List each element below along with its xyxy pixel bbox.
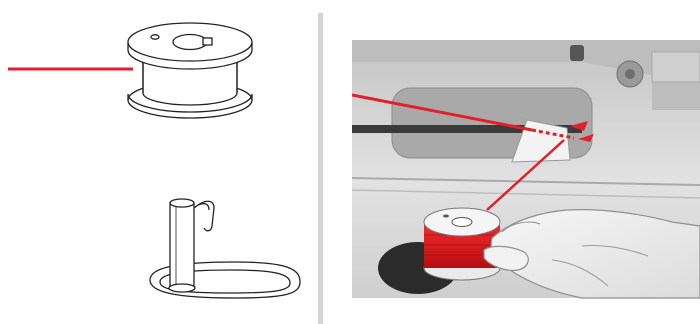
bobbin-winder-spindle-icon [150,199,300,298]
bobbin-threading-photo [352,0,700,324]
panel-divider [318,13,323,324]
bobbin-illustration-panel [0,0,318,324]
empty-bobbin-icon [128,23,252,118]
illustration-canvas [0,0,318,324]
red-thread-bobbin [424,208,500,280]
bobbin-threading-photo-panel [352,0,700,324]
